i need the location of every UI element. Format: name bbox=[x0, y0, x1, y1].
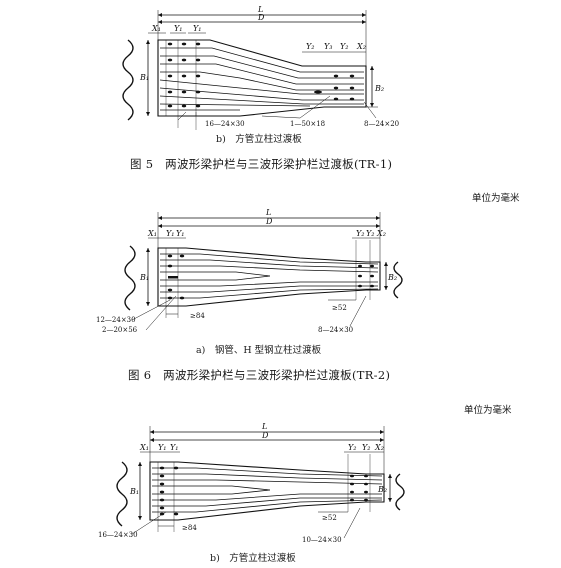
fig6a-Y1: Y₁ bbox=[166, 229, 175, 238]
fig5-X2: X₂ bbox=[356, 42, 366, 51]
fig6b-subcaption: b) 方管立柱过渡板 bbox=[210, 553, 296, 564]
fig6a-dim-labels: L D X₁ Y₁ Y₁ Y₂ Y₂ X₂ B₁ B₂ 12—24×30 2—2… bbox=[96, 208, 397, 334]
fig5-subcaption: b) 方管立柱过渡板 bbox=[216, 134, 302, 145]
fig6b-Y1b: Y₁ bbox=[170, 443, 179, 452]
fig6b-X1: X₁ bbox=[139, 443, 149, 452]
fig6a-B2: B₂ bbox=[387, 273, 397, 282]
fig6a-Y2b: Y₂ bbox=[366, 229, 375, 238]
fig6b-holes-left-label: 16—24×30 bbox=[98, 531, 138, 539]
fig5-dim-labels: L D X₁ Y₁ Y₁ Y₂ Y₃ Y₂ X₂ B₁ B₂ 16—24×30 … bbox=[139, 5, 399, 128]
fig6b-L: L bbox=[261, 422, 267, 431]
fig5-B1: B₁ bbox=[139, 73, 149, 82]
fig6b-unit-label: 单位为毫米 bbox=[464, 405, 512, 416]
fig6b-holes bbox=[159, 466, 368, 516]
fig6a-X1: X₁ bbox=[147, 229, 157, 238]
fig6a-D: D bbox=[265, 217, 273, 226]
fig6a-Y1b: Y₁ bbox=[176, 229, 185, 238]
fig5-Y3: Y₃ bbox=[324, 42, 333, 51]
fig5-B2: B₂ bbox=[374, 84, 384, 93]
fig6b-Y2b: Y₂ bbox=[362, 443, 371, 452]
fig5-Y2b: Y₂ bbox=[340, 42, 349, 51]
fig5-Y1b: Y₁ bbox=[193, 24, 202, 33]
fig5-holes bbox=[167, 42, 355, 108]
fig6a-holes bbox=[167, 254, 374, 300]
fig6a-slots-left-label: 2—20×56 bbox=[102, 326, 138, 334]
fig5-X1: X₁ bbox=[151, 24, 161, 33]
fig6b-Y2: Y₂ bbox=[348, 443, 357, 452]
fig6a-holes-left-label: 12—24×30 bbox=[96, 316, 136, 324]
fig6a-min84-label: ≥84 bbox=[190, 312, 205, 320]
fig6b-B2: B₂ bbox=[377, 485, 387, 494]
fig6b-D: D bbox=[261, 431, 269, 440]
fig6a-X2: X₂ bbox=[376, 229, 386, 238]
fig5-D: D bbox=[257, 13, 265, 22]
fig6a-B1: B₁ bbox=[139, 273, 149, 282]
fig6b-B1: B₁ bbox=[129, 487, 139, 496]
fig6a-holes-right-label: 8—24×30 bbox=[318, 326, 353, 334]
fig5-Y2: Y₂ bbox=[306, 42, 315, 51]
fig6a-drawing bbox=[124, 212, 403, 331]
fig6b-min52-label: ≥52 bbox=[322, 514, 337, 522]
fig6b-Y1: Y₁ bbox=[158, 443, 167, 452]
fig6a-L: L bbox=[265, 208, 271, 217]
fig6b-drawing bbox=[116, 426, 405, 539]
fig5-title: 图 5 两波形梁护栏与三波形梁护栏过渡板(TR-1) bbox=[130, 157, 393, 171]
fig5-slot-label: 1—50×18 bbox=[290, 120, 325, 128]
fig6b-dim-labels: L D X₁ Y₁ Y₁ Y₂ Y₂ X₂ B₁ B₂ 16—24×30 ≥84… bbox=[98, 422, 387, 544]
fig6b-min84-label: ≥84 bbox=[182, 524, 197, 532]
fig6-unit-label: 单位为毫米 bbox=[472, 193, 520, 204]
fig5-drawing bbox=[122, 10, 378, 130]
fig6a-Y2: Y₂ bbox=[356, 229, 365, 238]
fig5-holes-left-label: 16—24×30 bbox=[205, 120, 245, 128]
fig6a-min52-label: ≥52 bbox=[332, 304, 347, 312]
fig6b-holes-right-label: 10—24×30 bbox=[302, 536, 342, 544]
fig5-L: L bbox=[257, 5, 263, 14]
fig5-Y1: Y₁ bbox=[174, 24, 183, 33]
fig6b-X2: X₂ bbox=[374, 443, 384, 452]
fig6-title: 图 6 两波形梁护栏与三波形梁护栏过渡板(TR-2) bbox=[128, 368, 391, 382]
fig5-holes-right-label: 8—24×20 bbox=[364, 120, 399, 128]
fig6a-subcaption: a) 钢管、H 型钢立柱过渡板 bbox=[196, 345, 322, 356]
